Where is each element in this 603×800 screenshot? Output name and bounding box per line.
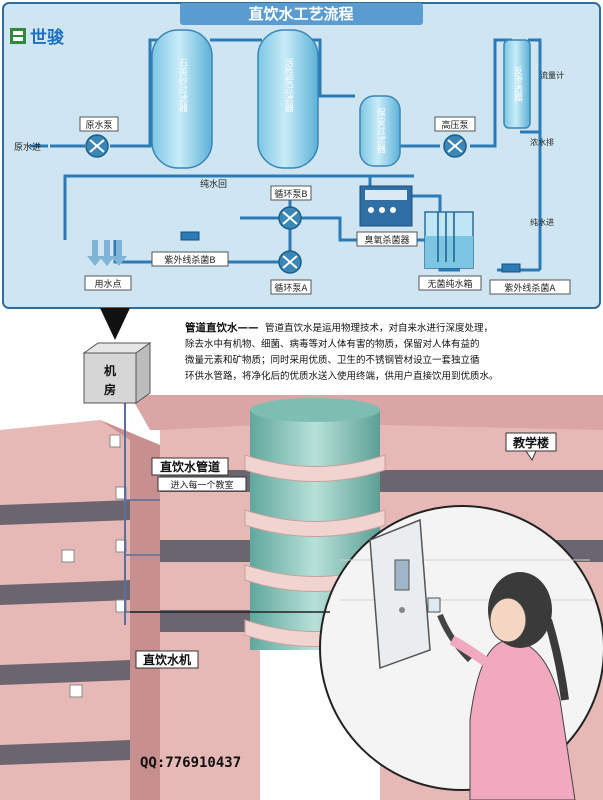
raw-water-in-label: 原水进 bbox=[14, 141, 41, 153]
raw-water-pump-icon bbox=[85, 134, 109, 158]
uv-lamp-a-tag bbox=[489, 279, 571, 295]
ro-membrane: 反渗透膜 bbox=[503, 39, 531, 129]
zoom-inset bbox=[130, 505, 603, 800]
left-floor-strips bbox=[0, 500, 130, 765]
ozone-generator-label: 臭氧杀菌器 bbox=[364, 234, 409, 246]
pipe-callout: 直饮水管道 进入每一个教室 bbox=[151, 457, 247, 492]
dispenser-callout: 直饮水机 bbox=[135, 650, 199, 669]
description-line4: 环供水管路，将净化后的优质水送入使用终端，供用户直接饮用到优质水。 bbox=[185, 370, 499, 382]
uv-lamp-a-label: 紫外线杀菌A bbox=[504, 282, 556, 294]
pipe-sublabel: 进入每一个教室 bbox=[170, 479, 233, 491]
tank-carbon-filter-label: 活性炭过滤器 bbox=[283, 57, 294, 112]
qq-contact: QQ:776910437 bbox=[140, 755, 241, 771]
wall-dispensers bbox=[61, 434, 127, 698]
circulation-pump-a-tag bbox=[270, 279, 312, 295]
ro-membrane-label: 反渗透膜 bbox=[512, 66, 523, 103]
pure-water-in-label: 纯水进 bbox=[530, 217, 554, 227]
ozone-generator bbox=[359, 185, 413, 227]
use-point-label: 用水点 bbox=[94, 278, 121, 290]
tank-precision-filter-label: 保安过滤器 bbox=[375, 107, 386, 153]
panel-pointer-icon bbox=[100, 308, 130, 340]
process-panel: 直饮水工艺流程 世骏 石英砂过滤器 bbox=[2, 2, 601, 309]
circulation-pump-a-icon bbox=[278, 250, 302, 274]
tank-sand-filter: 石英砂过滤器 bbox=[151, 29, 213, 169]
tank-sand-filter-label: 石英砂过滤器 bbox=[177, 58, 188, 112]
pipes bbox=[50, 38, 542, 272]
dispenser-label: 直饮水机 bbox=[143, 652, 191, 667]
raw-water-pump-label: 原水泵 bbox=[85, 119, 112, 131]
brand-logo: 世骏 bbox=[10, 27, 65, 48]
circulation-pump-b-icon bbox=[278, 206, 302, 230]
description-line1: 管道直饮水是运用物理技术，对自来水进行深度处理， bbox=[265, 322, 493, 334]
ozone-generator-tag bbox=[356, 231, 418, 247]
raw-water-pump-tag bbox=[79, 116, 119, 132]
page-title: 直饮水工艺流程 bbox=[248, 5, 353, 23]
cup-icon bbox=[427, 597, 441, 613]
uv-lamp-b-tag bbox=[151, 251, 229, 267]
use-point-tag bbox=[84, 275, 132, 291]
high-pressure-pump-label: 高压泵 bbox=[441, 119, 468, 131]
circulation-pump-b-tag bbox=[270, 185, 312, 201]
machine-room-label-1: 机 bbox=[104, 363, 116, 378]
sterile-tank-label: 无菌纯水箱 bbox=[427, 278, 472, 290]
circulation-pump-a-label: 循环泵A bbox=[274, 282, 308, 294]
sterile-tank bbox=[424, 211, 474, 269]
pipe-label: 直饮水管道 bbox=[160, 459, 220, 474]
uv-lamp-b-label: 紫外线杀菌B bbox=[164, 254, 215, 266]
use-point-arrows-icon bbox=[87, 240, 127, 266]
machine-room-label-2: 房 bbox=[104, 382, 116, 397]
circulation-pump-b-label: 循环泵B bbox=[274, 188, 307, 200]
title-bar bbox=[180, 3, 423, 25]
flow-meter-label: 流量计 bbox=[540, 70, 564, 80]
dispenser-unit-icon bbox=[369, 518, 431, 670]
sterile-tank-tag bbox=[418, 275, 482, 291]
high-pressure-pump-tag bbox=[434, 116, 476, 132]
concentrate-drain-label: 浓水排 bbox=[530, 137, 554, 147]
teaching-building-callout: 教学楼 bbox=[505, 432, 557, 462]
description-line3: 微量元素和矿物质；同时采用优质、卫生的不锈钢管材设立一套独立循 bbox=[185, 354, 480, 366]
uv-lamp-a-icon bbox=[501, 263, 521, 273]
girl-figure-icon bbox=[437, 572, 576, 800]
description-heading: 管道直饮水—— bbox=[185, 321, 259, 334]
high-pressure-pump-icon bbox=[443, 134, 467, 158]
uv-lamp-b-icon bbox=[180, 231, 200, 241]
description: 管道直饮水—— 管道直饮水是运用物理技术，对自来水进行深度处理， 除去水中有机物… bbox=[185, 321, 499, 382]
pure-water-return-label: 纯水回 bbox=[200, 178, 227, 190]
tank-precision-filter: 保安过滤器 bbox=[359, 95, 401, 167]
brand-name: 世骏 bbox=[30, 27, 65, 48]
description-line2: 除去水中有机物、细菌、病毒等对人体有害的物质，保留对人体有益的 bbox=[185, 338, 480, 350]
machine-room: 机 房 bbox=[82, 342, 152, 404]
teaching-building-label: 教学楼 bbox=[512, 435, 549, 450]
tank-carbon-filter: 活性炭过滤器 bbox=[257, 29, 319, 169]
